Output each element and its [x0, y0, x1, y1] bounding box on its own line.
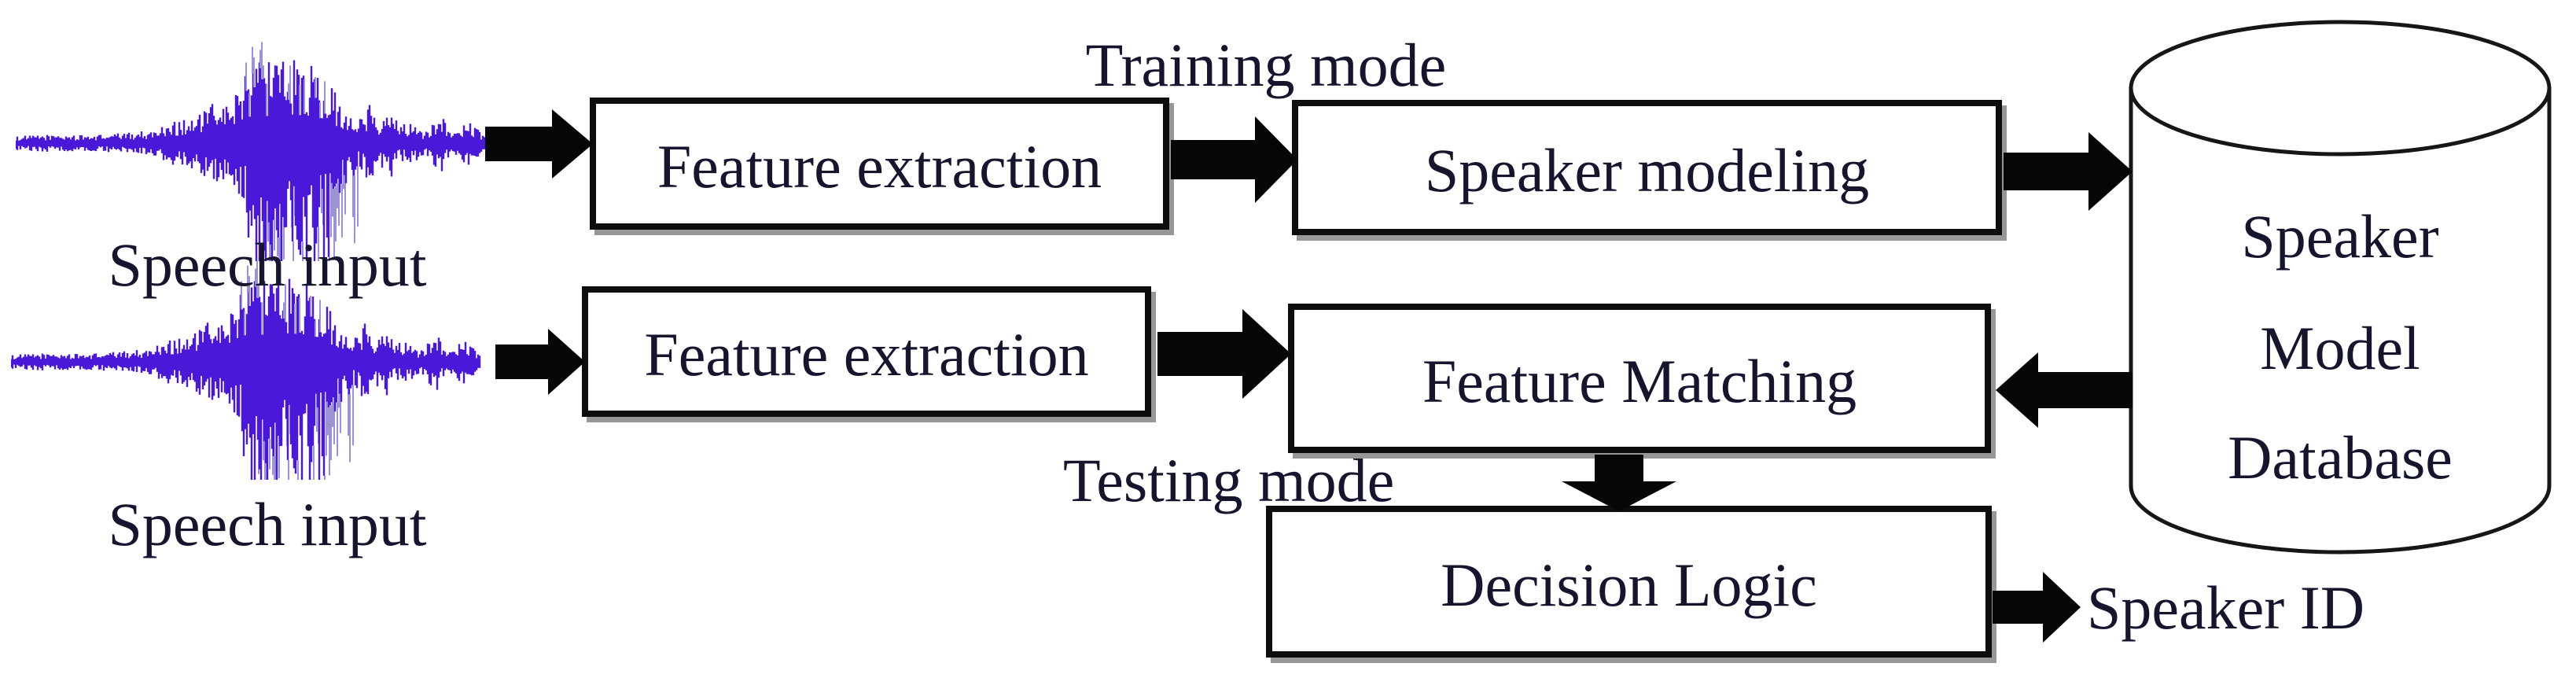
- database-label-line-1: Speaker: [2241, 202, 2439, 271]
- cylinder-body: [2129, 88, 2552, 555]
- arrow-database-to-feature-matching-icon: [1996, 352, 2133, 428]
- training-mode-label: Training mode: [1085, 31, 1447, 99]
- node-feature-extraction-2: Feature extraction: [582, 286, 1151, 417]
- node-feature-matching: Feature Matching: [1288, 304, 1991, 453]
- database-label-line-3: Database: [2228, 423, 2453, 492]
- arrow-speech2-to-feature-extraction-2-icon: [495, 329, 585, 395]
- arrow-speaker-modeling-to-database-icon: [2004, 132, 2133, 211]
- testing-mode-label: Testing mode: [1063, 446, 1395, 514]
- node-decision-logic: Decision Logic: [1266, 506, 1992, 658]
- arrow-feature-extraction-2-to-feature-matching-icon: [1157, 309, 1291, 399]
- speaker-model-database-cylinder: [2129, 20, 2552, 555]
- speaker-id-label: Speaker ID: [2087, 573, 2365, 642]
- node-feature-extraction-2-label: Feature extraction: [644, 320, 1089, 389]
- speech-input-label-2: Speech input: [108, 490, 427, 558]
- node-feature-extraction-1-label: Feature extraction: [657, 132, 1102, 201]
- node-speaker-modeling-label: Speaker modeling: [1424, 136, 1870, 204]
- node-feature-matching-label: Feature Matching: [1422, 347, 1857, 415]
- speech-waveform-1: [16, 42, 486, 261]
- node-feature-extraction-1: Feature extraction: [590, 98, 1169, 230]
- arrow-feature-extraction-1-to-speaker-modeling-icon: [1171, 116, 1297, 203]
- node-speaker-modeling: Speaker modeling: [1292, 100, 2002, 235]
- speech-waveform-2: [11, 260, 481, 480]
- cylinder-top-ellipse: [2129, 20, 2552, 157]
- arrow-decision-logic-to-speaker-id-icon: [1993, 572, 2081, 643]
- database-label-line-2: Model: [2260, 314, 2420, 382]
- node-decision-logic-label: Decision Logic: [1441, 550, 1817, 619]
- arrow-speech1-to-feature-extraction-1-icon: [485, 109, 593, 179]
- speech-input-label-1: Speech input: [108, 230, 427, 299]
- arrow-feature-matching-to-decision-logic-icon: [1562, 455, 1676, 511]
